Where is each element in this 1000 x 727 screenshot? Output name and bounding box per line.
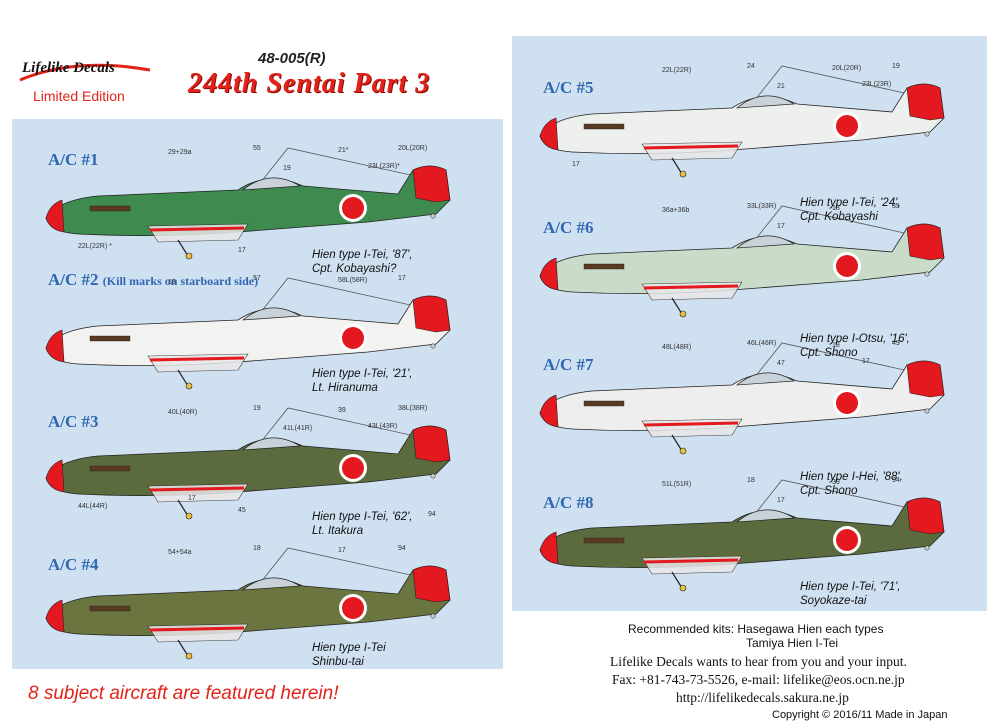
decal-callout: 17 xyxy=(777,223,785,230)
ac-1-caption: Hien type I-Tei, '87',Cpt. Kobayashi? xyxy=(312,249,413,275)
decal-callout: 23L(23R)* xyxy=(368,163,400,170)
decal-callout: 54+54a xyxy=(168,549,192,556)
decal-callout: 43L(43R) xyxy=(368,423,397,430)
decal-callout: 94 xyxy=(398,545,406,552)
aircraft-silhouette xyxy=(539,342,945,455)
contact-line-1: Lifelike Decals wants to hear from you a… xyxy=(610,654,907,669)
decal-callout: 33L(33R) xyxy=(747,203,776,210)
aircraft-silhouette xyxy=(539,479,945,592)
ac-3-label: A/C #3 xyxy=(48,412,99,431)
ac-8-label: A/C #8 xyxy=(543,493,594,512)
decal-callout: 19 xyxy=(892,63,900,70)
decal-callout: 57 xyxy=(253,275,261,282)
decal-callout: 49 xyxy=(892,340,900,347)
decal-callout: 94 xyxy=(428,511,436,518)
decal-callout: 22L(22R) xyxy=(662,67,691,74)
aircraft-silhouette xyxy=(45,407,451,520)
decal-callout: 94 xyxy=(892,477,900,484)
decal-callout: 21 xyxy=(777,83,785,90)
decal-callout: 38L(38R) xyxy=(398,405,427,412)
decal-callout: 17 xyxy=(398,275,406,282)
ac-5-label: A/C #5 xyxy=(543,78,594,97)
decal-callout: 18 xyxy=(832,342,840,349)
ac-3-profile: 40L(40R) 19 39 38L(38R) 41L(41R) 43L(43R) 44L(… xyxy=(45,405,451,520)
logo-swoosh-icon xyxy=(19,63,151,82)
aircraft-silhouette xyxy=(45,547,451,660)
decal-callout: 19 xyxy=(283,165,291,172)
decal-callout: 18 xyxy=(253,545,261,552)
ac-4-profile: 54+54a 18 17 94 xyxy=(45,545,451,660)
decal-callout: 47 xyxy=(777,360,785,367)
aircraft-silhouette xyxy=(539,205,945,318)
summary-text: 8 subject aircraft are featured herein! xyxy=(28,683,339,704)
decal-callout: 39 xyxy=(338,407,346,414)
decal-callout: 29+29a xyxy=(168,149,192,156)
copyright: Copyright © 2016/11 Made in Japan xyxy=(772,709,948,721)
ac-8-caption: Hien type I-Tei, '71',Soyokaze-tai xyxy=(800,581,901,607)
ac-7-caption: Hien type I-Hei, '88',Cpt. Shono xyxy=(800,471,903,497)
ac-8-profile: 51L(51R) 18 39 94 17 xyxy=(539,477,945,592)
ac-1-profile: 29+29a 55 21* 20L(20R) 19 23L(23R)* 22L(22R) *… xyxy=(45,145,451,260)
ac-2-caption: Hien type I-Tei, '21',Lt. Hiranuma xyxy=(312,368,413,394)
recommended-kits: Recommended kits: Hasegawa Hien each typ… xyxy=(628,622,884,650)
ac-3-caption: Hien type I-Tei, '62',Lt. Itakura xyxy=(312,511,413,537)
aircraft-silhouette xyxy=(45,277,451,390)
decal-callout: 18 xyxy=(832,205,840,212)
ac-4-label: A/C #4 xyxy=(48,555,99,574)
decal-callout: 48L(48R) xyxy=(662,344,691,351)
ac-2-note: (Kill marks on starboard side) xyxy=(102,274,259,288)
ac-5-caption: Hien type I-Tei, '24',Cpt. Kobayashi xyxy=(800,197,901,223)
decal-callout: 23L(23R) xyxy=(862,81,891,88)
decal-callout: 45 xyxy=(238,507,246,514)
decal-callout: 58L(58R) xyxy=(338,277,367,284)
decal-callout: 22L(22R) * xyxy=(78,243,112,250)
contact-line-3: http://lifelikedecals.sakura.ne.jp xyxy=(676,690,849,705)
product-code: 48-005(R) xyxy=(258,50,326,67)
logo-subtitle: Limited Edition xyxy=(33,88,125,104)
decal-callout: 36a+36b xyxy=(662,207,690,214)
decal-callout: 18 xyxy=(168,279,176,286)
decal-callout: 40L(40R) xyxy=(168,409,197,416)
contact-line-2: Fax: +81-743-73-5526, e-mail: lifelike@e… xyxy=(612,672,905,687)
decal-callout: 17 xyxy=(862,358,870,365)
ac-2-profile: 18 57 58L(58R) 17 xyxy=(45,275,451,390)
decal-callout: 18 xyxy=(747,477,755,484)
decal-callout: 24 xyxy=(747,63,755,70)
decal-callout: 41L(41R) xyxy=(283,425,312,432)
decal-callout: 21* xyxy=(338,147,349,154)
ac-7-profile: 48L(48R) 46L(46R) 18 49 47 17 xyxy=(539,340,945,455)
ac-2-label: A/C #2 (Kill marks on starboard side) xyxy=(48,270,259,289)
decal-callout: 20L(20R) xyxy=(398,145,427,152)
decal-callout: 20L(20R) xyxy=(832,65,861,72)
logo-name: Lifelike Decals xyxy=(22,60,115,76)
ac-1-label: A/C #1 xyxy=(48,150,99,169)
decal-callout: 35 xyxy=(892,203,900,210)
decal-callout: 19 xyxy=(253,405,261,412)
decal-callout: 46L(46R) xyxy=(747,340,776,347)
ac-6-label: A/C #6 xyxy=(543,218,594,237)
decal-callout: 39 xyxy=(832,479,840,486)
sheet-title: 244th Sentai Part 3 xyxy=(188,68,431,99)
aircraft-silhouette xyxy=(45,147,451,260)
decal-callout: 51L(51R) xyxy=(662,481,691,488)
ac-6-profile: 36a+36b 33L(33R) 18 35 17 xyxy=(539,203,945,318)
aircraft-silhouette xyxy=(539,65,945,178)
decal-callout: 17 xyxy=(777,497,785,504)
decal-callout: 55 xyxy=(253,145,261,152)
decal-callout: 17 xyxy=(572,161,580,168)
decal-callout: 17 xyxy=(188,495,196,502)
ac-7-label: A/C #7 xyxy=(543,355,594,374)
ac-5-profile: 22L(22R) 24 20L(20R) 19 21 23L(23R) 17 xyxy=(539,63,945,178)
ac-6-caption: Hien type I-Otsu, '16',Cpt. Shono xyxy=(800,333,910,359)
decal-callout: 44L(44R) xyxy=(78,503,107,510)
decal-callout: 17 xyxy=(238,247,246,254)
decal-callout: 17 xyxy=(338,547,346,554)
